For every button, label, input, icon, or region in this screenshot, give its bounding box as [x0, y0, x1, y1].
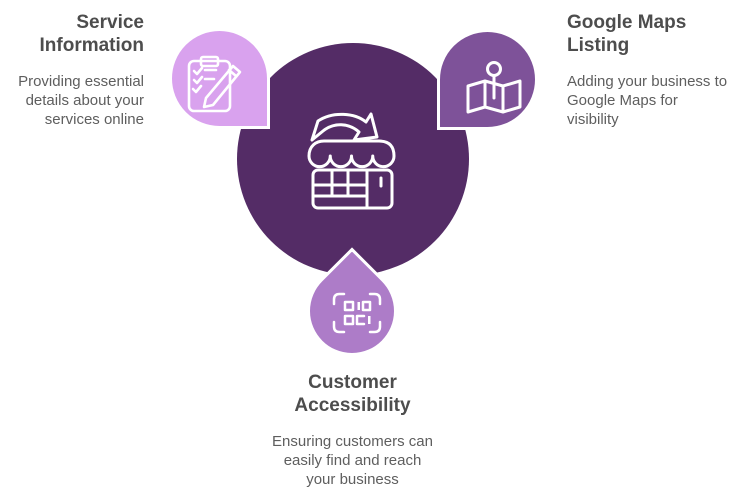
qr-corner-brackets: [332, 292, 382, 334]
node-description: Ensuring customers can easily find and r…: [272, 433, 433, 488]
node-text-google-maps-listing: Google Maps Listing Adding your business…: [567, 11, 745, 129]
qr-block: [343, 300, 355, 312]
node-heading: Service Information: [39, 12, 145, 56]
clipboard-clip: [199, 55, 220, 68]
node-shape-google-maps-listing: [437, 29, 538, 130]
qr-block: [361, 300, 372, 312]
node-heading: Google Maps Listing: [567, 12, 687, 56]
node-text-service-information: Service Information Providing essential …: [0, 11, 144, 129]
storefront-transfer-arrow-icon: [307, 112, 396, 210]
node-shape-service-information: [169, 28, 270, 129]
node-description: Adding your business to Google Maps for …: [567, 73, 728, 128]
qr-block: [368, 316, 371, 324]
awning: [307, 139, 396, 169]
shop-windows-grid: [311, 168, 383, 210]
clipboard-board: [187, 59, 232, 113]
folded-map: [466, 79, 522, 114]
clipboard-checklist-pencil-icon: [187, 55, 242, 113]
node-description: Providing essential details about your s…: [18, 73, 144, 128]
node-heading: Customer Accessibility: [294, 372, 411, 416]
node-text-customer-accessibility: Customer Accessibility Ensuring customer…: [232, 371, 473, 489]
pin-head: [486, 61, 502, 77]
transfer-arrow: [310, 112, 379, 142]
shop-body: [311, 168, 394, 210]
qr-code-icon: [332, 292, 382, 334]
qr-block: [355, 314, 366, 326]
qr-block: [343, 314, 355, 326]
qr-block: [357, 302, 360, 310]
pencil: [202, 64, 242, 109]
map-location-pin-icon: [466, 61, 522, 114]
checkmark-rows: [191, 66, 218, 94]
